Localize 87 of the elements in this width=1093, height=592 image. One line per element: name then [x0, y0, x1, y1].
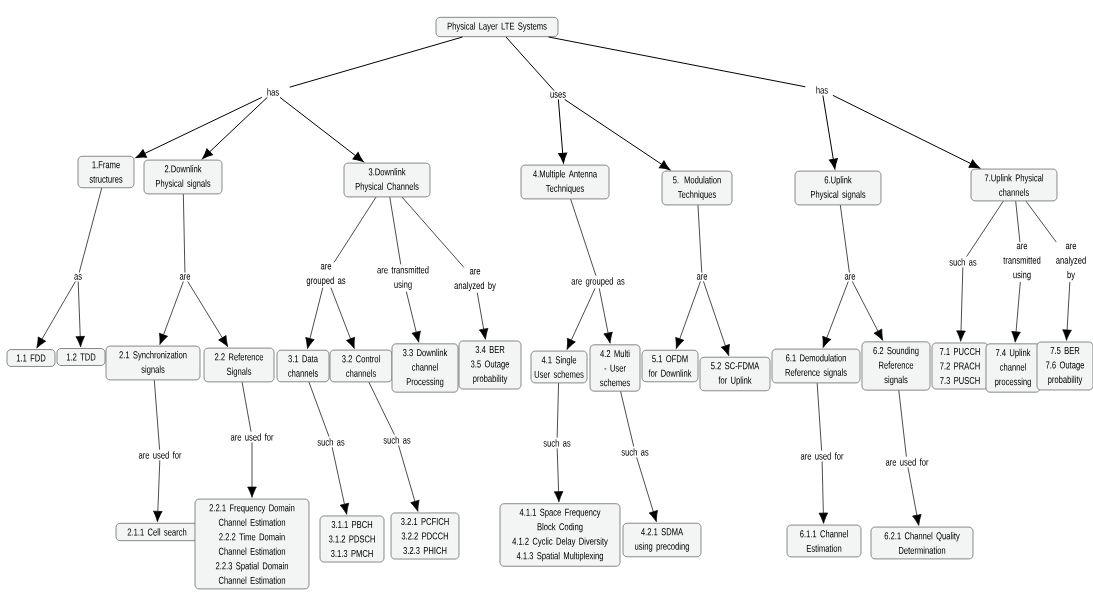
- linking-phrase: such as: [383, 436, 411, 444]
- arrow: [675, 281, 701, 349]
- concept-box: 7.Uplink Physical channels: [970, 168, 1058, 202]
- linking-phrase: are grouped as: [571, 277, 625, 287]
- linking-phrase: has: [267, 88, 279, 96]
- arrow: [247, 442, 257, 498]
- arrow: [566, 288, 596, 350]
- concept-box: 2.2 Reference Signals: [203, 347, 275, 383]
- linking-phrase: are: [179, 274, 191, 280]
- linking-phrase: has: [816, 86, 828, 94]
- linking-phrase: are used for: [138, 451, 182, 459]
- concept-box: 3.2 Control channels: [329, 349, 393, 383]
- concept-box: 4.1 Single User schemes: [530, 350, 588, 384]
- arrow: [305, 287, 324, 349]
- concept-box: 7.5 BER 7.6 Outage probability: [1036, 341, 1093, 391]
- linking-phrase: uses: [550, 92, 566, 98]
- concept-box: 7.4 Uplink channel processing: [985, 343, 1041, 393]
- linking-phrase: are analyzed by: [1056, 243, 1086, 281]
- linking-phrase: such as: [317, 438, 345, 446]
- arrow: [907, 467, 922, 526]
- concept-box: 3.3 Downlink channel Processing: [391, 343, 459, 393]
- linking-phrase: are: [696, 274, 708, 280]
- arrow: [557, 98, 568, 164]
- concept-box: 1.1 FDD: [6, 349, 56, 367]
- linking-phrase: are transmitted using: [377, 266, 429, 290]
- linking-phrase: are: [844, 274, 856, 280]
- linking-phrase: are analyzed by: [454, 269, 496, 291]
- concept-box: 3.Downlink Physical Channels: [343, 162, 431, 198]
- arrow: [818, 461, 829, 524]
- concept-box: 2.1.1 Cell search: [115, 522, 199, 541]
- linking-phrase: are used for: [885, 458, 929, 466]
- arrow: [36, 281, 76, 349]
- arrow: [187, 281, 229, 347]
- arrow: [1062, 281, 1072, 341]
- arrow: [1011, 281, 1021, 343]
- concept-box: 4.2.1 SDMA using precoding: [622, 522, 702, 558]
- arrow: [330, 287, 355, 349]
- arrow: [822, 281, 849, 348]
- arrow: [851, 281, 884, 341]
- arrow: [703, 281, 730, 356]
- concept-box: 4.Multiple Antenna Techniques: [520, 164, 610, 200]
- concept-box: 2.1 Synchronization signals: [105, 345, 201, 381]
- linking-phrase: as: [74, 274, 82, 280]
- arrow: [598, 288, 613, 344]
- concept-box: 5. Modulation Techniques: [661, 170, 733, 206]
- arrow: [159, 281, 184, 345]
- linking-phrase: are used for: [800, 452, 844, 460]
- arrow: [956, 267, 966, 342]
- linking-phrase: such as: [621, 448, 649, 456]
- concept-box: 6.Uplink Physical signals: [794, 170, 882, 206]
- concept-box: 6.1.1 Channel Estimation: [786, 524, 862, 558]
- concept-box: 2.Downlink Physical signals: [143, 159, 223, 195]
- arrow: [636, 457, 658, 522]
- concept-box: 2.2.1 Frequency Domain Channel Estimation 2.2.2 Time Domain Channel Estimation 2.2.3 Spatial Domain Channel Estimation: [194, 498, 310, 590]
- arrow: [553, 448, 564, 503]
- concept-box: 5.2 SC-FDMA for Uplink: [699, 356, 771, 392]
- linking-phrase: are used for: [230, 433, 274, 441]
- arrow: [135, 96, 263, 159]
- arrow: [75, 281, 85, 348]
- concept-box: 1.2 TDD: [56, 348, 106, 366]
- concept-box: 7.1 PUCCH 7.2 PRACH 7.3 PUSCH: [931, 342, 989, 390]
- concept-box: 3.2.1 PCFICH 3.2.2 PDCCH 3.2.3 PHICH: [390, 512, 460, 560]
- arrow: [405, 291, 421, 343]
- concept-box: 6.1 Demodulation Reference signals: [771, 348, 861, 384]
- concept-box: 1.Frame structures: [77, 155, 135, 189]
- linking-phrase: such as: [543, 439, 571, 447]
- concept-box: 3.1.1 PBCH 3.1.2 PDSCH 3.1.3 PMCH: [319, 515, 385, 563]
- concept-box: Physical Layer LTE Systems: [435, 17, 559, 37]
- arrow: [822, 94, 838, 170]
- concept-box: 5.1 OFDM for Downlink: [641, 349, 699, 383]
- concept-box: 3.1 Data channels: [276, 349, 330, 383]
- linking-phrase: are grouped as: [306, 264, 346, 286]
- linking-phrase: such as: [949, 258, 977, 266]
- arrow: [202, 96, 268, 159]
- concept-box: 6.2 Sounding Reference signals: [861, 341, 931, 391]
- concept-box: 6.2.1 Channel Quality Determination: [870, 526, 974, 560]
- concept-box: 4.2 Multi - User schemes: [589, 344, 641, 392]
- arrow: [398, 445, 420, 512]
- arrow: [476, 292, 489, 340]
- linking-phrase: are transmitted using: [1003, 243, 1041, 281]
- arrow: [153, 460, 163, 522]
- arrow: [832, 94, 980, 169]
- concept-box: 4.1.1 Space Frequency Block Coding 4.1.2 Cyclic Delay Diversity 4.1.3 Spatial Multiplexing: [499, 503, 621, 567]
- concept-box: 3.4 BER 3.5 Outage probability: [458, 340, 522, 390]
- arrow: [331, 447, 350, 515]
- arrow: [564, 98, 671, 171]
- arrow: [279, 96, 364, 163]
